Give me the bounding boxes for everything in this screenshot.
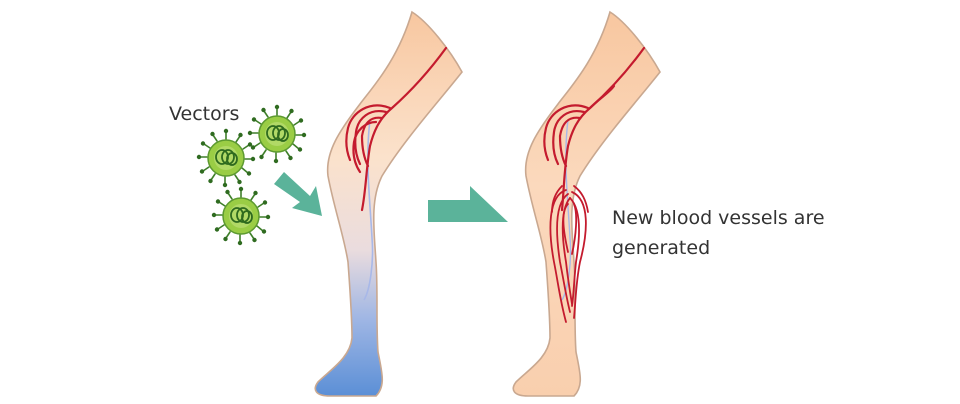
new-vessels xyxy=(549,185,589,323)
arrow-treatment xyxy=(428,186,508,222)
new-vessels-label-line2: generated xyxy=(612,237,711,259)
virus-icon xyxy=(210,185,272,247)
artery-treated xyxy=(543,46,646,212)
leg-treated xyxy=(512,10,661,397)
new-vessels-label-line1: New blood vessels are xyxy=(612,207,825,229)
virus-icon xyxy=(195,127,257,189)
arrow-vectors-to-leg xyxy=(274,172,322,216)
vein-line xyxy=(363,119,374,301)
leg-ischemic xyxy=(314,10,463,397)
new-vessels-label: New blood vessels are generated xyxy=(612,203,825,263)
artery-ischemic xyxy=(345,46,448,212)
virus-icon xyxy=(246,103,308,165)
vectors-label: Vectors xyxy=(169,103,240,125)
